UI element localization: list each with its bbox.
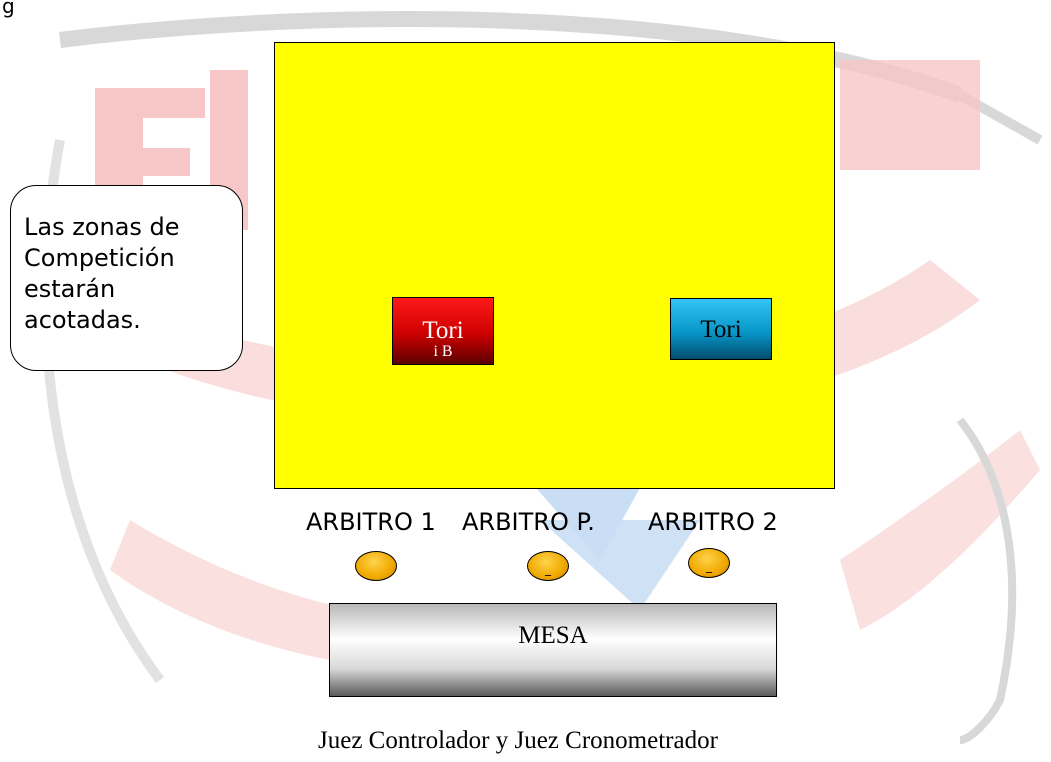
table-caption: Juez Controlador y Juez Cronometrador (318, 727, 718, 754)
tori-blue-marker: Tori (670, 298, 772, 360)
tori-red-sublabel: i B (433, 343, 453, 360)
judges-table-label: MESA (518, 622, 588, 649)
referee-2-position: _ (688, 548, 730, 578)
tori-blue-label: Tori (700, 316, 742, 343)
referee-1-position (355, 551, 397, 581)
tori-red-marker: Tori i B (392, 297, 494, 365)
judges-table: MESA (329, 603, 777, 697)
referee-p-position: _ (527, 551, 569, 581)
callout-box (10, 185, 243, 371)
referee-2-label: ARBITRO 2 (648, 508, 778, 536)
callout-text: Las zonas de Competición estarán acotada… (24, 213, 180, 334)
tori-red-label: Tori (422, 317, 464, 344)
competition-area (274, 42, 835, 489)
figure-label: g (2, 0, 15, 18)
referee-1-label: ARBITRO 1 (306, 508, 436, 536)
referee-p-label: ARBITRO P. (462, 508, 595, 536)
